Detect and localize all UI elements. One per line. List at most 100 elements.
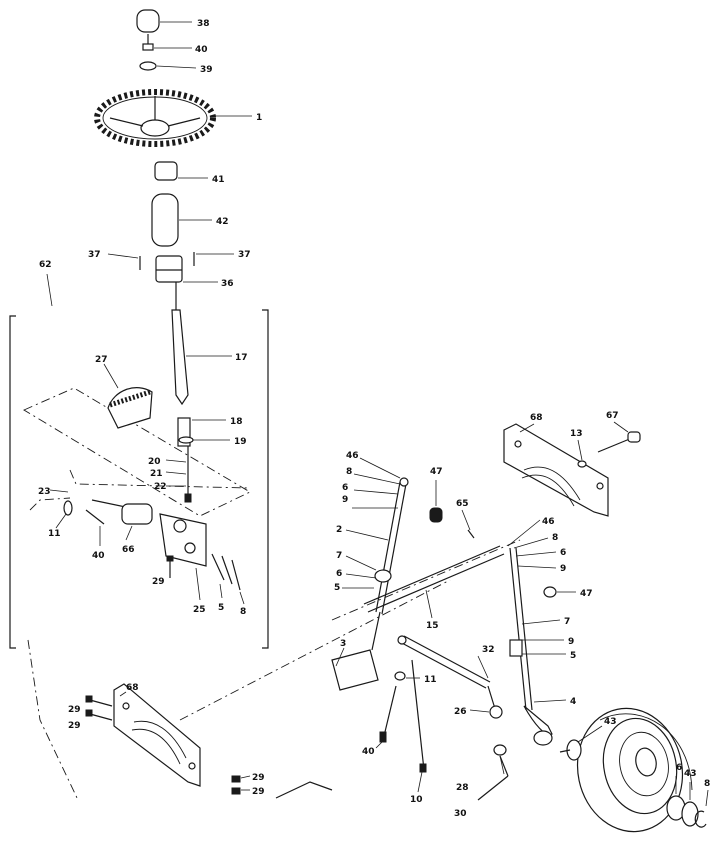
callout-2: 2 (336, 525, 342, 535)
callout-68: 68 (126, 683, 139, 693)
drag-link-32 (397, 635, 497, 713)
assembly-lines (27, 539, 521, 801)
frame-62-bracket (9, 273, 269, 649)
bolts-29-lower-right (231, 775, 251, 795)
callout-20: 20 (148, 457, 161, 467)
bolt-stack-20-21-22 (165, 446, 192, 503)
callout-37: 37 (88, 250, 101, 260)
callout-7: 7 (564, 617, 570, 627)
steering-extension-42 (151, 193, 212, 247)
callout-11: 11 (48, 529, 61, 539)
support-bracket-25 (159, 513, 207, 601)
callout-36: 36 (221, 279, 234, 289)
tie-rod-4 (509, 547, 567, 746)
steering-shaft-17 (171, 282, 232, 406)
steering-cap (136, 9, 192, 33)
bolt-29a (166, 555, 174, 578)
callout-68: 68 (530, 413, 543, 423)
callout-65: 65 (456, 499, 469, 509)
callout-29: 29 (252, 773, 265, 783)
callout-8: 8 (346, 467, 352, 477)
callout-6: 6 (676, 763, 682, 773)
spacer-stack-right (507, 519, 566, 657)
shaft-66 (91, 499, 153, 541)
callout-11: 11 (424, 675, 437, 685)
callout-6: 6 (342, 483, 348, 493)
callout-47: 47 (430, 467, 443, 477)
callout-67: 67 (606, 411, 619, 421)
callout-62: 62 (39, 260, 52, 270)
callout-40: 40 (195, 45, 208, 55)
steering-screw (142, 34, 192, 51)
callout-29: 29 (68, 705, 81, 715)
callout-7: 7 (336, 551, 342, 561)
rod-10 (411, 659, 427, 793)
rod-30 (477, 755, 509, 801)
callout-19: 19 (234, 437, 247, 447)
bracket-68-lower (113, 683, 201, 787)
callout-32: 32 (482, 645, 495, 655)
bolts-29-lower-left (85, 695, 113, 721)
callout-22: 22 (154, 482, 167, 492)
callout-4: 4 (570, 697, 576, 707)
callout-40: 40 (92, 551, 105, 561)
callout-21: 21 (150, 469, 163, 479)
callout-8: 8 (240, 607, 246, 617)
callout-17: 17 (235, 353, 248, 363)
shaft-washer-19 (178, 436, 230, 444)
nut-13 (577, 439, 587, 468)
callout-23: 23 (38, 487, 51, 497)
callout-43: 43 (684, 769, 697, 779)
callout-3: 3 (340, 639, 346, 649)
steering-bushing-41 (154, 161, 208, 181)
callout-39: 39 (200, 65, 213, 75)
hub-washer-43a (559, 725, 603, 761)
callout-25: 25 (193, 605, 206, 615)
callout-5: 5 (570, 651, 576, 661)
callout-6: 6 (336, 569, 342, 579)
steering-bushing-36 (155, 255, 218, 283)
callout-46: 46 (346, 451, 359, 461)
callout-40: 40 (362, 747, 375, 757)
callout-5: 5 (334, 583, 340, 593)
callout-29: 29 (68, 721, 81, 731)
callout-9: 9 (560, 564, 566, 574)
steering-adapter (139, 61, 197, 71)
washer-28 (493, 744, 507, 775)
callout-5: 5 (218, 603, 224, 613)
callout-8: 8 (704, 779, 710, 789)
callout-41: 41 (212, 175, 225, 185)
callout-47: 47 (580, 589, 593, 599)
spacer-stack-left (342, 457, 401, 589)
spacers-5-8 (211, 553, 245, 605)
axle-15 (363, 545, 505, 619)
drag-link-2 (345, 477, 409, 615)
callout-27: 27 (95, 355, 108, 365)
pin-40a (85, 509, 105, 546)
rod-small (275, 781, 333, 799)
rod-end-26 (469, 705, 503, 719)
callout-6: 6 (560, 548, 566, 558)
callout-9: 9 (568, 637, 574, 647)
bolt-65 (461, 509, 475, 539)
callout-26: 26 (454, 707, 467, 717)
callout-28: 28 (456, 783, 469, 793)
callout-46: 46 (542, 517, 555, 527)
spindle-3 (331, 611, 381, 691)
callout-10: 10 (410, 795, 423, 805)
steering-wheel (94, 89, 252, 147)
callout-29: 29 (252, 787, 265, 797)
callout-42: 42 (216, 217, 229, 227)
callout-13: 13 (570, 429, 583, 439)
callout-18: 18 (230, 417, 243, 427)
bolt-67 (597, 421, 641, 453)
callout-15: 15 (426, 621, 439, 631)
callout-30: 30 (454, 809, 467, 819)
callout-43: 43 (604, 717, 617, 727)
roll-pins-37 (107, 252, 234, 270)
washer-11a (49, 489, 73, 529)
callout-8: 8 (552, 533, 558, 543)
steering-plate (23, 387, 251, 517)
